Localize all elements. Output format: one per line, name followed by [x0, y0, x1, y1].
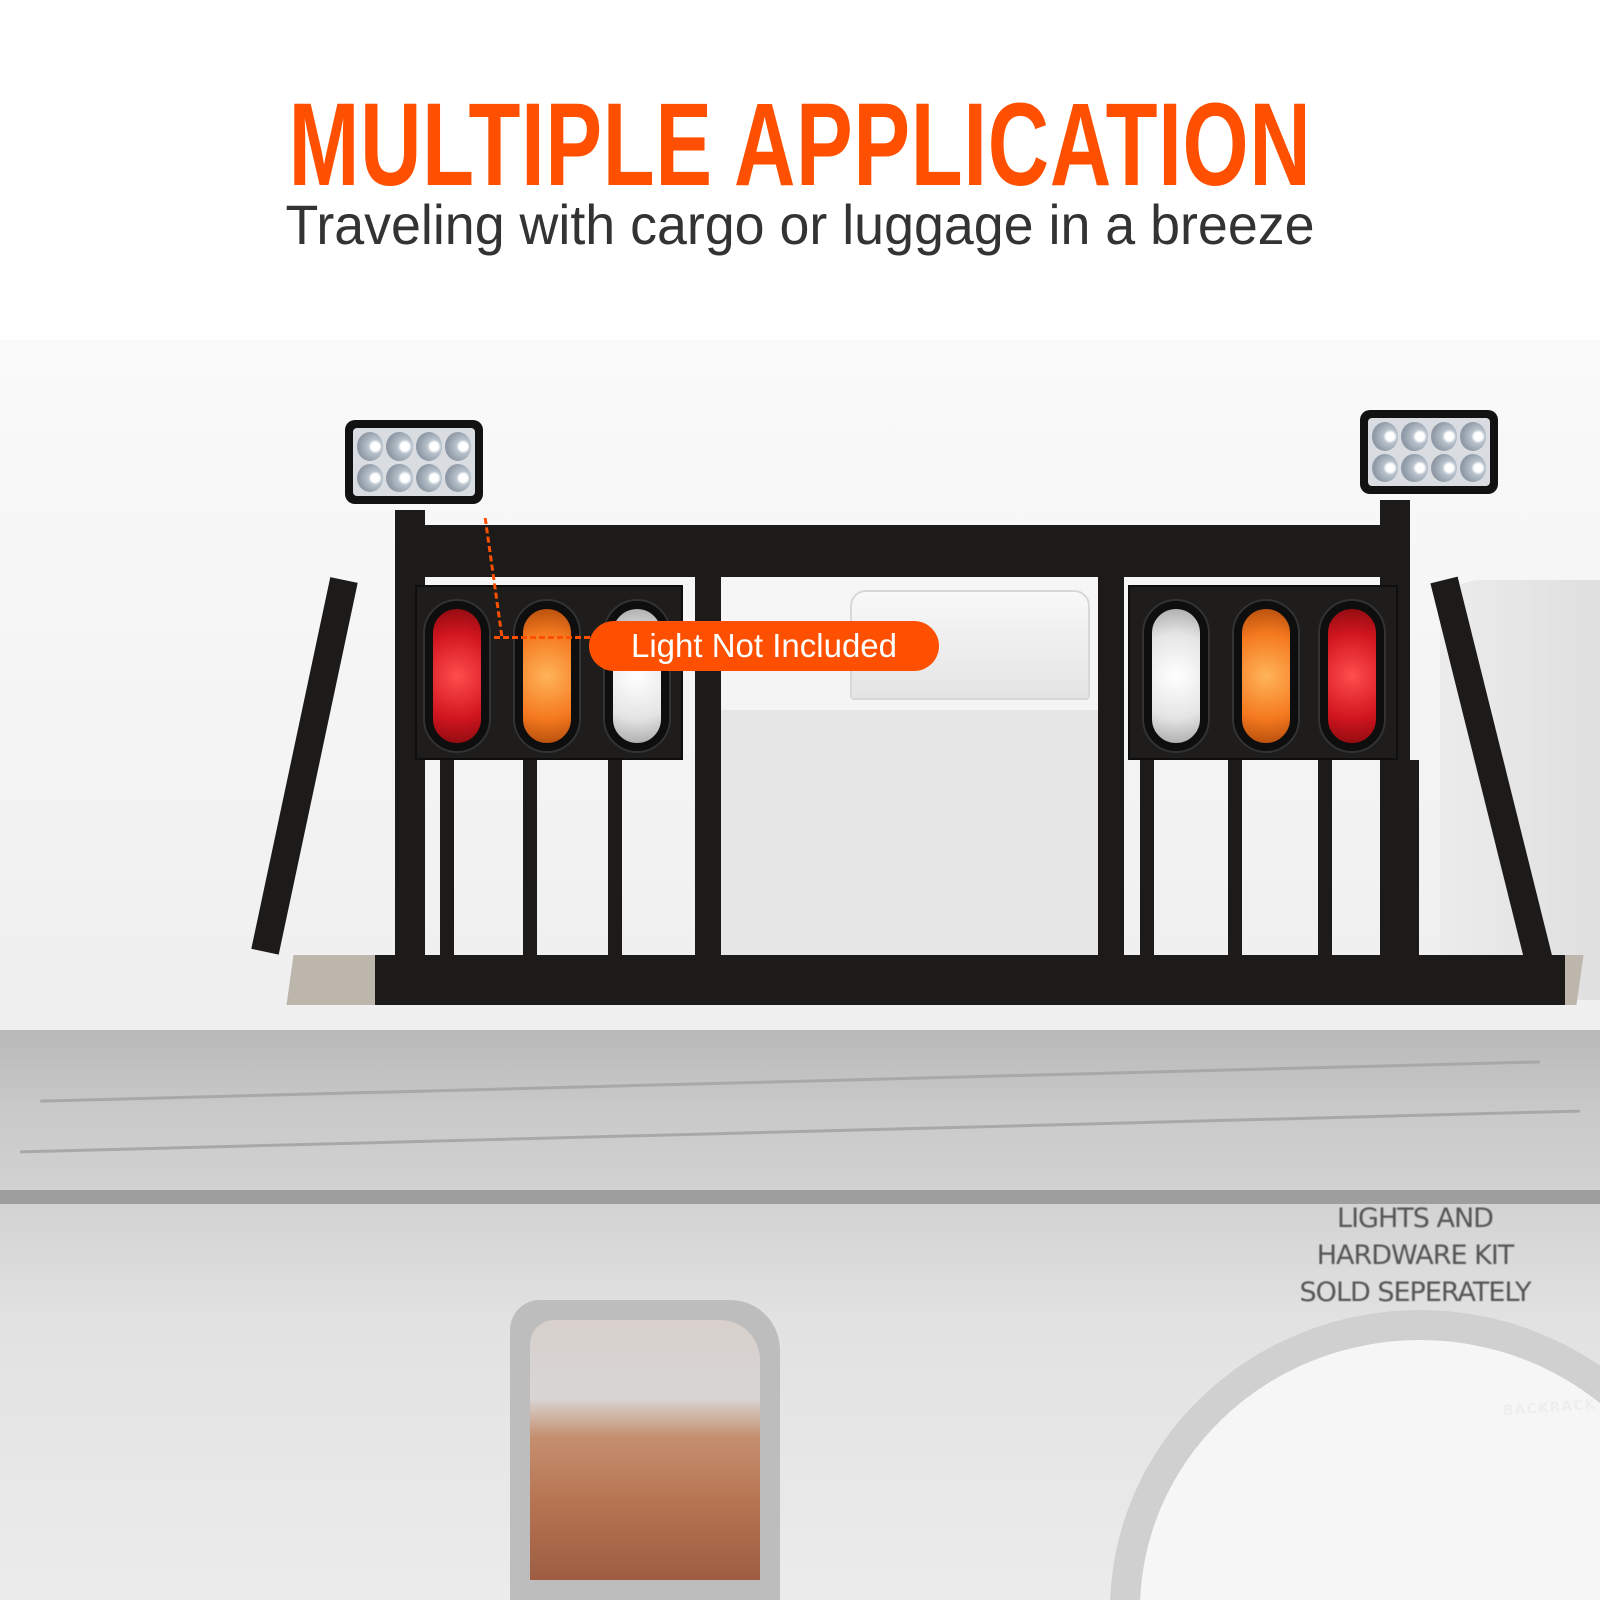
bed-edge	[0, 1190, 1600, 1204]
red-oval-light	[425, 601, 489, 751]
rack-bar	[608, 760, 622, 960]
right-light-panel	[1128, 585, 1398, 760]
white-oval-light	[1144, 601, 1208, 751]
disclaimer-line: HARDWARE KIT	[1316, 1240, 1515, 1271]
rack-bar	[1405, 760, 1419, 970]
rack-left-brace	[251, 577, 358, 955]
callout-leader-horizontal	[494, 636, 590, 639]
rack-center-post-right	[1098, 577, 1124, 967]
right-work-light	[1360, 410, 1498, 494]
rack-bar	[1140, 760, 1154, 970]
truck-taillight	[510, 1300, 780, 1600]
left-work-light	[345, 420, 483, 504]
light-not-included-badge: Light Not Included	[589, 621, 939, 671]
disclaimer-line: LIGHTS AND	[1337, 1203, 1494, 1234]
rack-bar	[1228, 760, 1242, 970]
product-scene: BACKRACK	[0, 340, 1600, 1600]
amber-oval-light	[515, 601, 579, 751]
page-title: MULTIPLE APPLICATION	[288, 79, 1312, 211]
rack-bar	[523, 760, 537, 960]
disclaimer-line: SOLD SEPERATELY	[1299, 1277, 1532, 1308]
disclaimer-text: LIGHTS AND HARDWARE KIT SOLD SEPERATELY	[1270, 1200, 1560, 1311]
rack-top-bar	[395, 525, 1405, 577]
truck-cab-back	[720, 710, 1120, 960]
rack-bar	[440, 760, 454, 960]
page-subtitle: Traveling with cargo or luggage in a bre…	[285, 193, 1315, 256]
amber-oval-light	[1234, 601, 1298, 751]
left-light-panel	[415, 585, 683, 760]
rack-bar	[1318, 760, 1332, 970]
rack-bottom-bar	[375, 955, 1565, 1005]
red-oval-light	[1320, 601, 1384, 751]
